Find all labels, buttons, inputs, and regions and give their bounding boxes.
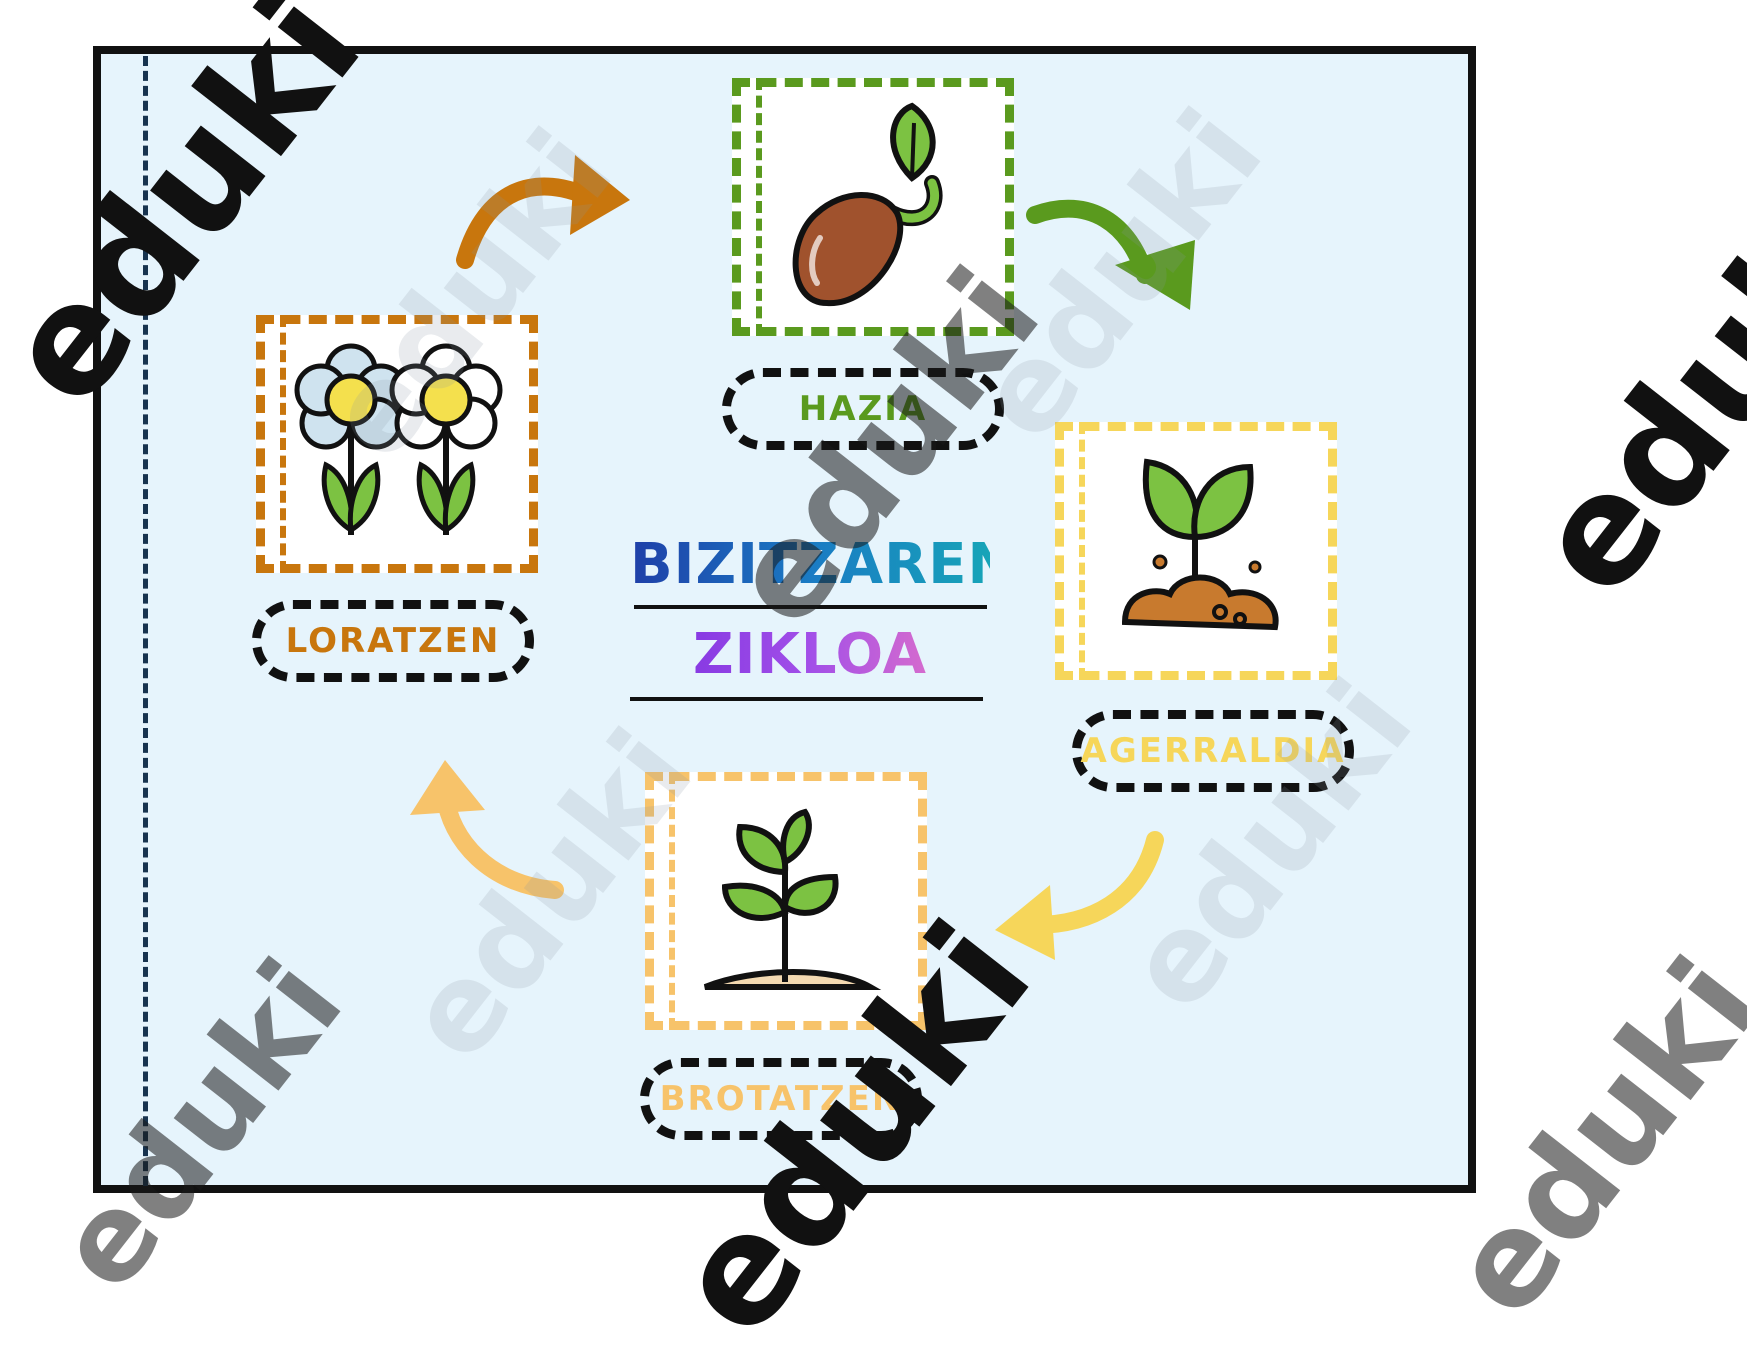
stage-card-agerraldia: [1055, 422, 1337, 680]
cut-guide-line: [143, 56, 148, 1186]
stage-label-brotatzen: BROTATZEN: [659, 1079, 903, 1119]
stage-label-agerraldia: AGERRALDIA: [1080, 731, 1346, 771]
arrow-hazia-to-agerraldia: [1026, 199, 1195, 310]
stage-pill-brotatzen: BROTATZEN: [640, 1058, 922, 1140]
title-line-1: BIZITZAREN: [630, 532, 1016, 597]
arrow-agerraldia-to-brotatzen: [995, 831, 1164, 960]
seed-icon: [792, 102, 943, 307]
stage-card-brotatzen: [645, 772, 927, 1030]
arrow-loratzen-to-hazia: [456, 155, 630, 269]
stage-label-loratzen: LORATZEN: [285, 621, 501, 661]
seedling-icon: [703, 808, 882, 990]
stage-card-hazia: [732, 78, 1014, 336]
stage-card-loratzen: [256, 315, 538, 573]
title-rule-2: [630, 697, 983, 701]
stage-pill-hazia: HAZIA: [722, 368, 1004, 450]
stage-label-hazia: HAZIA: [798, 389, 928, 429]
flowers-icon: [294, 343, 503, 535]
watermark-logo: eduki: [1500, 151, 1747, 628]
stage-pill-agerraldia: AGERRALDIA: [1072, 710, 1354, 792]
sprout-icon: [1121, 458, 1279, 631]
stage-pill-loratzen: LORATZEN: [252, 600, 534, 682]
title-rule-1: [634, 605, 987, 609]
title-line-2: ZIKLOA: [630, 622, 990, 687]
arrow-brotatzen-to-loratzen: [410, 760, 564, 899]
